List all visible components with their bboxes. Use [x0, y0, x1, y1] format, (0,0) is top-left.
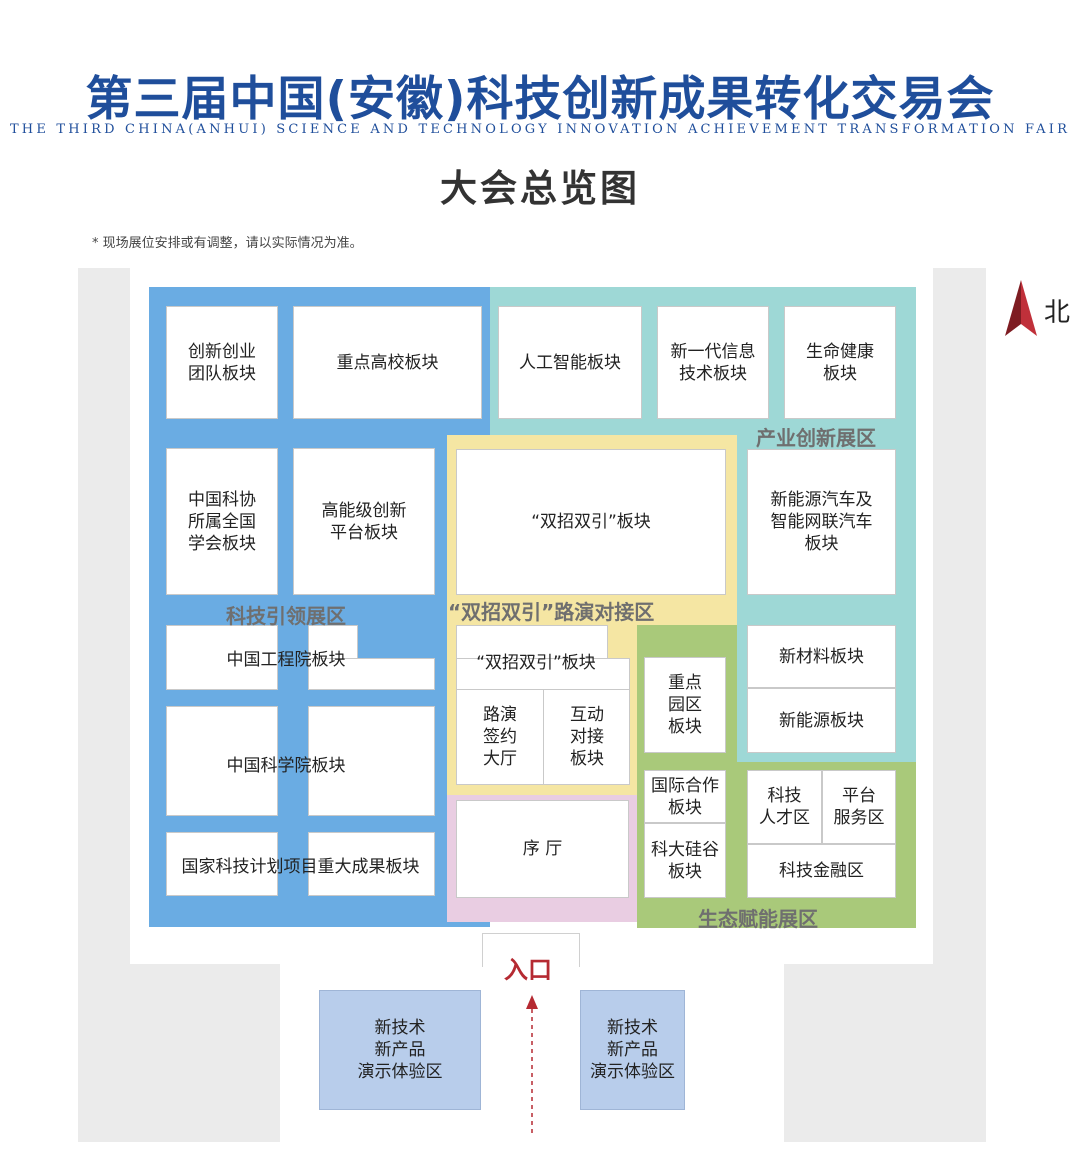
entrance-gate	[482, 933, 580, 967]
block-high-level-platform[interactable]: 高能级创新 平台板块	[293, 448, 435, 595]
block-cas-label[interactable]: 中国科学院板块	[226, 756, 346, 776]
block-cae-label[interactable]: 中国工程院板块	[226, 650, 346, 670]
block-cae-left	[166, 625, 278, 690]
entrance-arrow-icon	[526, 995, 538, 1135]
block-lobby[interactable]: 序 厅	[456, 800, 629, 898]
block-intl-coop[interactable]: 国际合作 板块	[644, 770, 726, 823]
block-shuangzhao-small[interactable]: “双招双引”板块	[476, 653, 596, 673]
divider	[456, 689, 630, 690]
block-platform-service[interactable]: 平台 服务区	[822, 770, 896, 844]
block-new-energy[interactable]: 新能源板块	[747, 688, 896, 753]
north-label: 北	[1044, 298, 1071, 328]
block-key-park[interactable]: 重点 园区 板块	[644, 657, 726, 753]
demo-area-left[interactable]: 新技术 新产品 演示体验区	[319, 990, 481, 1110]
block-roadshow-hall[interactable]: 路演 签约 大厅	[483, 705, 517, 769]
block-tech-talent[interactable]: 科技 人才区	[747, 770, 822, 844]
block-life-health[interactable]: 生命健康 板块	[784, 306, 896, 419]
zone-label-tech-lead: 科技引领展区	[226, 604, 346, 628]
block-ai[interactable]: 人工智能板块	[498, 306, 642, 419]
entrance-label: 入口	[504, 956, 552, 984]
north-arrow-icon	[1005, 280, 1037, 336]
zone-label-roadshow: “双招双引”路演对接区	[448, 600, 655, 624]
block-new-materials[interactable]: 新材料板块	[747, 625, 896, 688]
zone-label-industry: 产业创新展区	[756, 426, 876, 450]
map-title: 大会总览图	[440, 167, 640, 210]
block-cas-left	[166, 706, 278, 816]
block-cas-right	[308, 706, 435, 816]
block-silicon-valley[interactable]: 科大硅谷 板块	[644, 823, 726, 898]
block-key-universities[interactable]: 重点高校板块	[293, 306, 482, 419]
zone-label-ecosystem: 生态赋能展区	[698, 907, 818, 931]
block-national-projects-label[interactable]: 国家科技计划项目重大成果板块	[181, 857, 420, 877]
block-startup-teams[interactable]: 创新创业 团队板块	[166, 306, 278, 419]
block-interactive[interactable]: 互动 对接 板块	[570, 705, 604, 769]
block-next-gen-it[interactable]: 新一代信息 技术板块	[657, 306, 769, 419]
layout-note: * 现场展位安排或有调整，请以实际情况为准。	[92, 236, 363, 251]
demo-area-right[interactable]: 新技术 新产品 演示体验区	[580, 990, 685, 1110]
block-cae-right	[308, 658, 435, 690]
block-tech-finance[interactable]: 科技金融区	[747, 844, 896, 898]
divider	[543, 690, 544, 785]
block-national-right	[308, 832, 435, 896]
block-national-left	[166, 832, 278, 896]
page-title: 第三届中国(安徽)科技创新成果转化交易会	[85, 72, 995, 127]
page-subtitle: THE THIRD CHINA(ANHUI) SCIENCE AND TECHN…	[9, 122, 1071, 137]
block-shuangzhao-main[interactable]: “双招双引”板块	[456, 449, 726, 595]
block-nev[interactable]: 新能源汽车及 智能网联汽车 板块	[747, 449, 896, 595]
block-cast-societies[interactable]: 中国科协 所属全国 学会板块	[166, 448, 278, 595]
